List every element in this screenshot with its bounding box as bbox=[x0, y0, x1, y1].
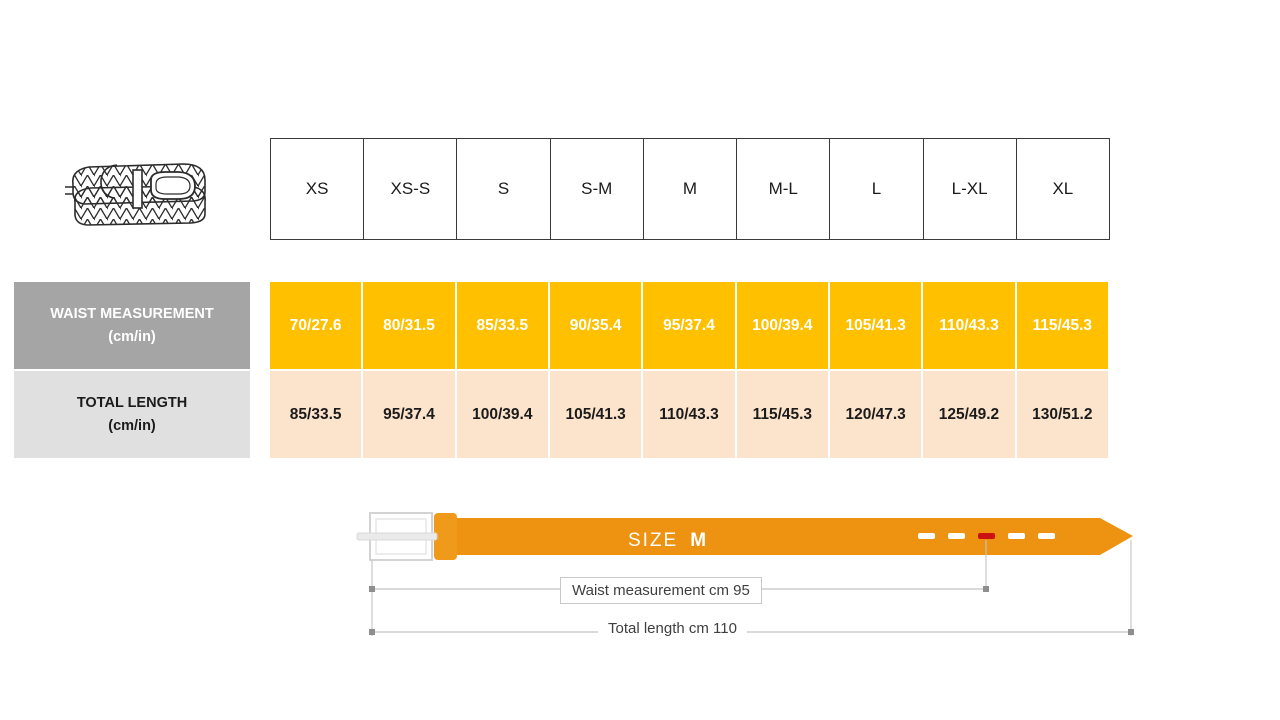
waist-value-cell: 100/39.4 bbox=[736, 282, 830, 369]
waist-dimension-label: Waist measurement cm 95 bbox=[560, 577, 762, 604]
waist-dim-marker-right bbox=[983, 586, 989, 592]
waist-value-cell: 105/41.3 bbox=[829, 282, 924, 369]
size-header-cell: XS-S bbox=[363, 138, 458, 240]
length-values-strip: 85/33.5 95/37.4 100/39.4 105/41.3 110/43… bbox=[270, 371, 1110, 458]
length-dim-marker-right bbox=[1128, 629, 1134, 635]
belt-hole bbox=[1008, 533, 1025, 539]
waist-value-cell: 85/33.5 bbox=[456, 282, 550, 369]
length-value-cell: 110/43.3 bbox=[643, 371, 737, 458]
belt-measurement-diagram bbox=[356, 512, 1134, 636]
waist-value-cell: 90/35.4 bbox=[549, 282, 644, 369]
belt-hole bbox=[948, 533, 965, 539]
size-header-cell: S bbox=[456, 138, 551, 240]
waist-label-line2: (cm/in) bbox=[108, 328, 156, 345]
product-belt-illustration bbox=[65, 163, 206, 226]
belt-hole bbox=[1038, 533, 1055, 539]
length-label-line1: TOTAL LENGTH bbox=[76, 395, 188, 412]
length-value-cell: 95/37.4 bbox=[363, 371, 457, 458]
length-dimension-label: Total length cm 110 bbox=[598, 618, 747, 639]
length-dim-marker-left bbox=[369, 629, 375, 635]
size-header-cell: L bbox=[829, 138, 924, 240]
size-header-cell: M-L bbox=[736, 138, 831, 240]
size-header-table: XS XS-S S S-M M M-L L L-XL XL bbox=[270, 138, 1110, 240]
length-value-cell: 120/47.3 bbox=[829, 371, 924, 458]
length-value-cell: 105/41.3 bbox=[549, 371, 644, 458]
length-value-cell: 130/51.2 bbox=[1016, 371, 1110, 458]
waist-label-line1: WAIST MEASUREMENT bbox=[50, 306, 214, 323]
waist-dim-marker-left bbox=[369, 586, 375, 592]
waist-value-cell: 70/27.6 bbox=[270, 282, 364, 369]
size-header-cell: L-XL bbox=[922, 138, 1017, 240]
waist-value-cell: 115/45.3 bbox=[1016, 282, 1110, 369]
belt-strap bbox=[440, 518, 1133, 555]
total-length-row: TOTAL LENGTH (cm/in) 85/33.5 95/37.4 100… bbox=[14, 371, 1110, 458]
waist-value-cell: 95/37.4 bbox=[643, 282, 737, 369]
waist-values-strip: 70/27.6 80/31.5 85/33.5 90/35.4 95/37.4 … bbox=[270, 282, 1110, 369]
buckle-prong bbox=[356, 532, 438, 541]
belt-keeper-loop bbox=[434, 513, 457, 560]
size-header-cell: M bbox=[642, 138, 738, 240]
waist-measurement-row: WAIST MEASUREMENT (cm/in) 70/27.6 80/31.… bbox=[14, 282, 1110, 369]
size-header-cell: XL bbox=[1015, 138, 1110, 240]
belt-hole-highlighted bbox=[978, 533, 995, 539]
waist-measurement-label: WAIST MEASUREMENT (cm/in) bbox=[14, 282, 250, 369]
size-header-cell: S-M bbox=[549, 138, 644, 240]
belt-hole bbox=[918, 533, 935, 539]
length-value-cell: 115/45.3 bbox=[736, 371, 830, 458]
length-value-cell: 125/49.2 bbox=[923, 371, 1017, 458]
length-value-cell: 85/33.5 bbox=[270, 371, 364, 458]
size-header-cell: XS bbox=[270, 138, 365, 240]
length-label-line2: (cm/in) bbox=[108, 417, 156, 434]
waist-value-cell: 80/31.5 bbox=[363, 282, 457, 369]
length-value-cell: 100/39.4 bbox=[456, 371, 550, 458]
waist-value-cell: 110/43.3 bbox=[923, 282, 1017, 369]
total-length-label: TOTAL LENGTH (cm/in) bbox=[14, 371, 250, 458]
